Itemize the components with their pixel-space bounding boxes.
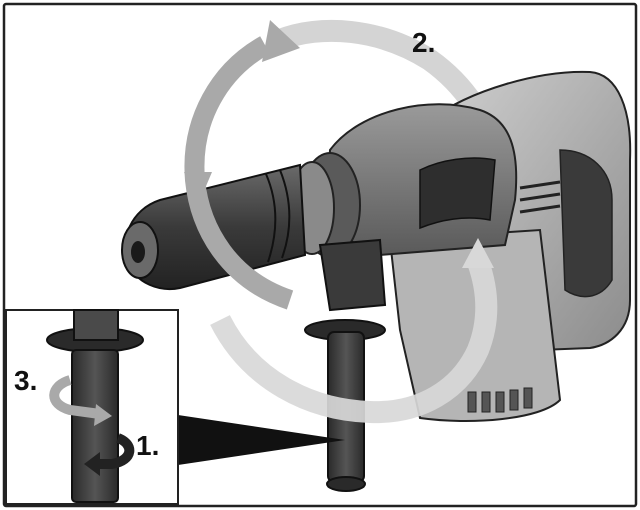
twist-arrow-lower <box>96 433 135 469</box>
chuck-ribs <box>265 169 291 263</box>
drill-logo-band <box>419 157 496 230</box>
step-label-3: 3. <box>14 365 37 396</box>
vent-slots <box>519 180 561 214</box>
side-handle-end <box>326 476 366 492</box>
rotation-arrow-head-right <box>462 238 494 268</box>
inset-detail <box>5 309 179 505</box>
rotation-arrow-head-left <box>184 172 212 205</box>
twist-arrow-head-lower <box>84 452 100 476</box>
drill-rear-grip <box>559 149 613 298</box>
drill-chuck-bore <box>131 241 145 263</box>
hammer-drill <box>121 70 632 422</box>
side-handle-clamp <box>318 238 387 312</box>
inset-handle-grip <box>71 349 119 503</box>
callout-pointer <box>178 415 345 465</box>
inset-handle-top <box>73 309 119 341</box>
motor-ribs <box>467 387 533 413</box>
step-label-1: 1. <box>136 430 159 461</box>
rotation-arrow-bottom <box>210 258 498 424</box>
twist-arrow-head-upper <box>94 404 112 426</box>
twist-arrow-icon <box>49 375 101 419</box>
rotation-arrow-head-top <box>262 20 300 62</box>
step-label-2: 2. <box>412 27 435 58</box>
